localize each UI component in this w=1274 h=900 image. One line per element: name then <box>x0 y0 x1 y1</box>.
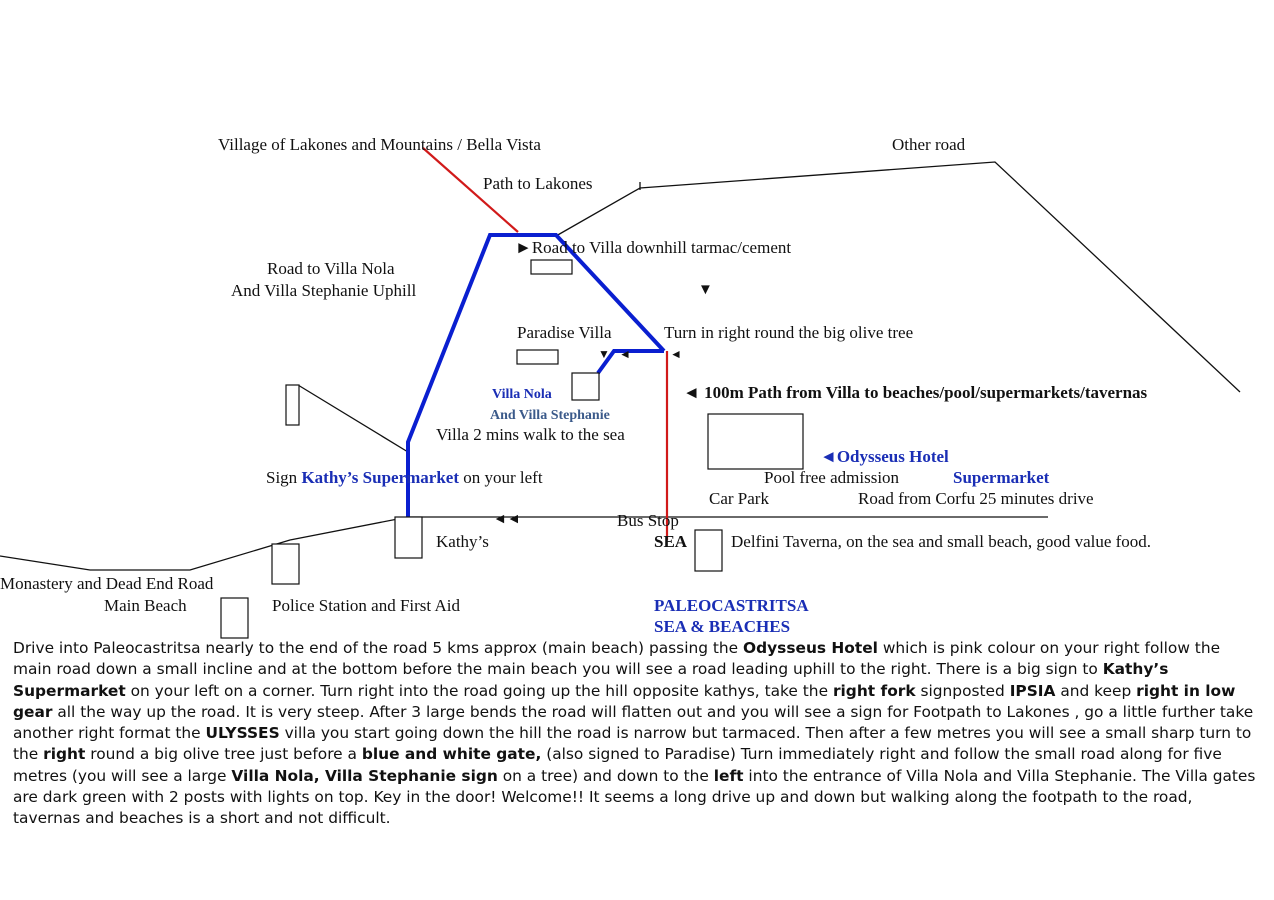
main-route <box>406 233 666 517</box>
label-main-beach: Main Beach <box>104 596 187 615</box>
building-downhill <box>530 259 573 275</box>
label-police: Police Station and First Aid <box>272 596 460 615</box>
driving-directions: Drive into Paleocastritsa nearly to the … <box>13 639 1256 828</box>
route-map <box>0 147 1241 639</box>
label-pool: Pool free admission <box>764 468 900 487</box>
label-sign-kathys: Sign Kathy’s Supermarket on your left <box>266 468 543 487</box>
arrow-left-icon: ◄ <box>619 347 631 361</box>
label-turn-olive: Turn in right round the big olive tree <box>664 323 914 342</box>
label-other-road: Other road <box>892 135 966 154</box>
label-monastery: Monastery and Dead End Road <box>0 574 214 593</box>
label-bus-stop: Bus Stop <box>617 511 679 530</box>
label-path-100m: ◄ 100m Path from Villa to beaches/pool/s… <box>683 383 1148 402</box>
route-to-villa <box>596 349 664 375</box>
route-uphill <box>406 233 666 517</box>
arrow-left-olive-icon: ◄ <box>670 347 682 361</box>
label-sea-beaches: SEA & BEACHES <box>654 617 791 636</box>
other-road <box>555 161 1241 393</box>
label-road-uphill-1: Road to Villa Nola <box>267 259 395 278</box>
building-villa-nola <box>571 372 600 401</box>
label-villa-walk: Villa 2 mins walk to the sea <box>436 425 625 444</box>
building-sign <box>285 384 300 426</box>
arrow-double-left-icon: ◄◄ <box>493 512 521 527</box>
roads <box>0 161 1241 571</box>
label-supermarket: Supermarket <box>953 468 1050 487</box>
label-paradise-villa: Paradise Villa <box>517 323 612 342</box>
label-villa-nola: Villa Nola <box>492 387 552 402</box>
side-road-sign <box>297 384 409 453</box>
label-road-corfu: Road from Corfu 25 minutes drive <box>858 489 1094 508</box>
label-road-uphill-2: And Villa Stephanie Uphill <box>231 281 417 300</box>
building-kathys <box>394 516 423 559</box>
building-delfini <box>694 529 723 572</box>
label-path-lakones: Path to Lakones <box>483 174 593 193</box>
arrow-down-left-icon: ▼ <box>598 347 612 361</box>
building-police <box>271 543 300 585</box>
footpaths <box>422 147 669 540</box>
label-car-park: Car Park <box>709 489 769 508</box>
label-kathys: Kathy’s <box>436 532 489 551</box>
label-delfini: Delfini Taverna, on the sea and small be… <box>731 532 1152 551</box>
path-to-lakones <box>422 147 519 233</box>
label-sea: SEA <box>654 532 688 551</box>
building-paradise-villa <box>516 349 559 365</box>
building-odysseus-hotel <box>707 413 804 470</box>
building-main-beach <box>220 597 249 639</box>
label-odysseus-hotel: ◄Odysseus Hotel <box>820 447 949 466</box>
label-road-villa-downhill: ►Road to Villa downhill tarmac/cement <box>515 238 792 257</box>
arrow-down-icon: ▼ <box>698 282 713 298</box>
coast-road-west <box>0 516 409 571</box>
buildings <box>220 259 804 639</box>
label-villa-stephanie: And Villa Stephanie <box>490 408 610 423</box>
label-village-lakones: Village of Lakones and Mountains / Bella… <box>218 135 541 154</box>
label-paleocastritsa: PALEOCASTRITSA <box>654 596 809 615</box>
